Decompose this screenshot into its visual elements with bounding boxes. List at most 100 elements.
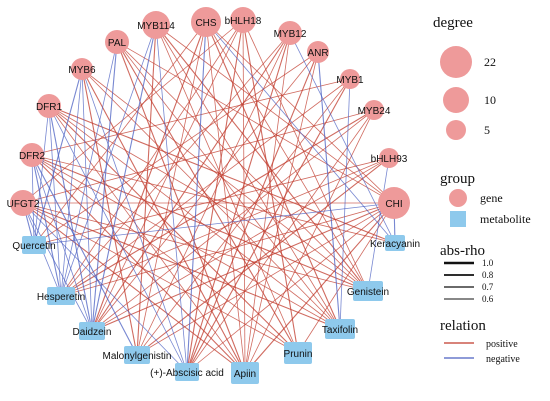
positive-edge [31,154,396,244]
gene-circle [10,190,36,216]
metabolite-square [353,281,383,301]
negative-edge [289,32,396,244]
positive-edge [31,154,246,374]
metabolite-node: Keracyanin [370,235,420,251]
negative-edge [60,68,83,297]
positive-edge [91,157,390,332]
positive-edge [116,41,341,330]
gene-node: bHLH93 [371,148,408,168]
gene-node: UFGT2 [7,190,40,216]
positive-edge [22,202,341,330]
positive-edge [242,19,246,374]
metabolite-square [284,342,312,364]
metabolite-square [175,363,199,381]
gene-node: MYB114 [137,11,175,39]
gene-node: PAL [105,30,129,54]
metabolite-node: Prunin [284,342,313,364]
negative-edge [60,41,118,297]
node-label: bHLH18 [225,16,262,27]
positive-edge [31,154,299,354]
relation-legend-label: positive [486,339,518,350]
negative-edge [81,68,188,373]
negative-edge [91,41,118,332]
positive-edge [81,68,246,374]
metabolite-node: Genistein [347,281,389,301]
metabolite-node: Hesperetin [37,287,85,305]
positive-edge [60,157,390,297]
positive-edge [186,202,395,373]
metabolite-legend-marker [450,211,466,227]
degree-legend-circle [440,46,472,78]
positive-edge [48,105,396,244]
node-label: DFR1 [36,102,63,113]
positive-edge [48,105,369,292]
positive-edge [186,19,244,373]
positive-edge [91,19,244,332]
relation-legend-title: relation [440,318,486,334]
negative-edge [22,202,93,332]
absrho-legend-label: 0.8 [482,270,494,280]
positive-edge [116,41,369,292]
node-label: Prunin [284,349,313,360]
degree-legend-label: 5 [484,123,490,137]
gene-circle [379,148,399,168]
gene-node: MYB6 [68,58,96,80]
metabolite-square [22,236,46,254]
node-label: Taxifolin [322,325,358,336]
metabolite-node: (+)-Abscisic acid [150,363,224,381]
metabolite-square [79,322,105,340]
node-label: Apiin [234,369,256,380]
negative-edge [186,21,207,373]
negative-edge [339,78,351,330]
negative-edge [155,24,188,373]
absrho-legend-items: 1.00.80.70.6 [444,258,494,304]
positive-edge [136,202,395,356]
positive-edge [81,68,341,330]
node-label: bHLH93 [371,154,408,165]
metabolite-square [385,235,405,251]
gene-circle [37,94,61,118]
negative-edge [31,154,138,356]
metabolite-square [231,362,259,384]
gene-circle [105,30,129,54]
positive-edge [91,51,319,332]
gene-node: MYB24 [358,100,391,120]
positive-edge [22,202,299,354]
metabolite-square [47,287,75,305]
positive-edge [186,51,319,373]
positive-edge [60,78,351,297]
node-label: MYB12 [274,29,307,40]
degree-legend-label: 22 [484,55,496,69]
gene-node: DFR2 [19,143,46,167]
node-label: Quercetin [12,241,55,252]
gene-node: MYB12 [274,21,307,45]
positive-edge [22,202,369,292]
metabolite-node: Taxifolin [322,319,358,339]
node-label: ANR [307,48,328,59]
gene-circle [71,58,93,80]
node-label: MYB24 [358,106,391,117]
negative-edge [22,202,188,373]
node-label: MYB1 [336,75,364,86]
positive-edge [31,154,369,292]
absrho-legend-label: 0.6 [482,294,494,304]
negative-edge [91,24,157,332]
negative-edge [33,105,50,246]
gene-node: CHS [191,7,221,37]
positive-edge [48,105,246,374]
positive-edge [186,32,291,373]
positive-edge [244,202,395,374]
node-label: DFR2 [19,151,46,162]
positive-edge [81,68,369,292]
gene-circle [307,41,329,63]
negative-edge [31,154,62,297]
positive-edge [33,21,207,246]
node-label: MYB6 [68,65,96,76]
metabolite-node: Apiin [231,362,259,384]
gene-circle [142,11,170,39]
positive-edge [60,19,244,297]
